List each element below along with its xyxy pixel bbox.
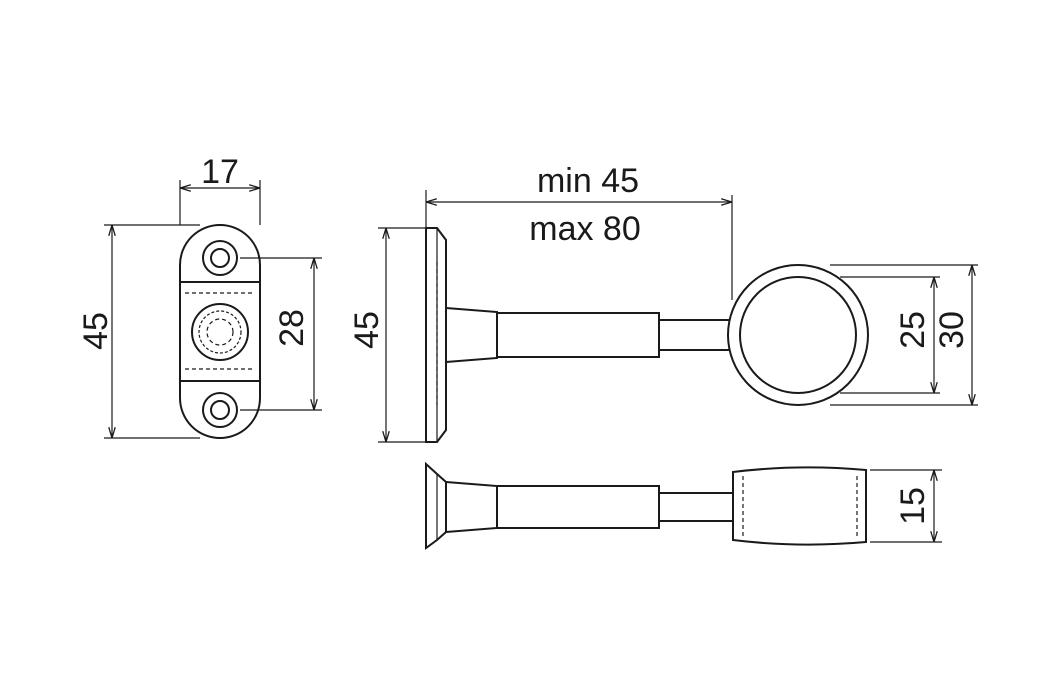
dimension-flange-height: 45 — [348, 227, 430, 443]
dimension-label-15: 15 — [894, 487, 932, 525]
ring-inner — [739, 276, 857, 394]
dimension-base-height: 45 — [77, 224, 200, 439]
mounting-plate-front-view — [179, 224, 261, 439]
dimension-label-45-left: 45 — [77, 312, 115, 350]
plate-center-block — [179, 281, 261, 382]
bracket-side-view — [425, 227, 869, 443]
flange — [425, 227, 447, 443]
dimension-label-max: max 80 — [529, 210, 641, 248]
bottom-screw-hole — [202, 392, 238, 428]
dimension-label-28: 28 — [273, 309, 311, 347]
dimension-label-45-flange: 45 — [348, 311, 386, 349]
dimension-hole-spacing: 28 — [240, 257, 322, 411]
top-arm-base — [445, 481, 498, 533]
top-outer-tube — [496, 485, 660, 529]
dimension-label-min: min 45 — [537, 162, 639, 200]
dimension-label-30: 30 — [933, 311, 971, 349]
ring-outer — [727, 264, 869, 406]
dimension-arm-length: min 45 max 80 — [425, 162, 733, 300]
bracket-top-view — [425, 461, 867, 550]
dimension-label-17: 17 — [201, 153, 239, 191]
arm-base — [445, 307, 498, 363]
center-hub — [191, 303, 249, 361]
dimension-base-width: 17 — [179, 153, 261, 225]
top-ring — [732, 466, 867, 546]
dimension-label-25: 25 — [894, 311, 932, 349]
outer-tube — [496, 312, 660, 358]
dimension-ring-diameters: 25 30 — [830, 264, 978, 406]
top-flange — [425, 461, 447, 550]
dimension-ring-depth: 15 — [870, 469, 942, 543]
top-screw-hole — [202, 240, 238, 276]
